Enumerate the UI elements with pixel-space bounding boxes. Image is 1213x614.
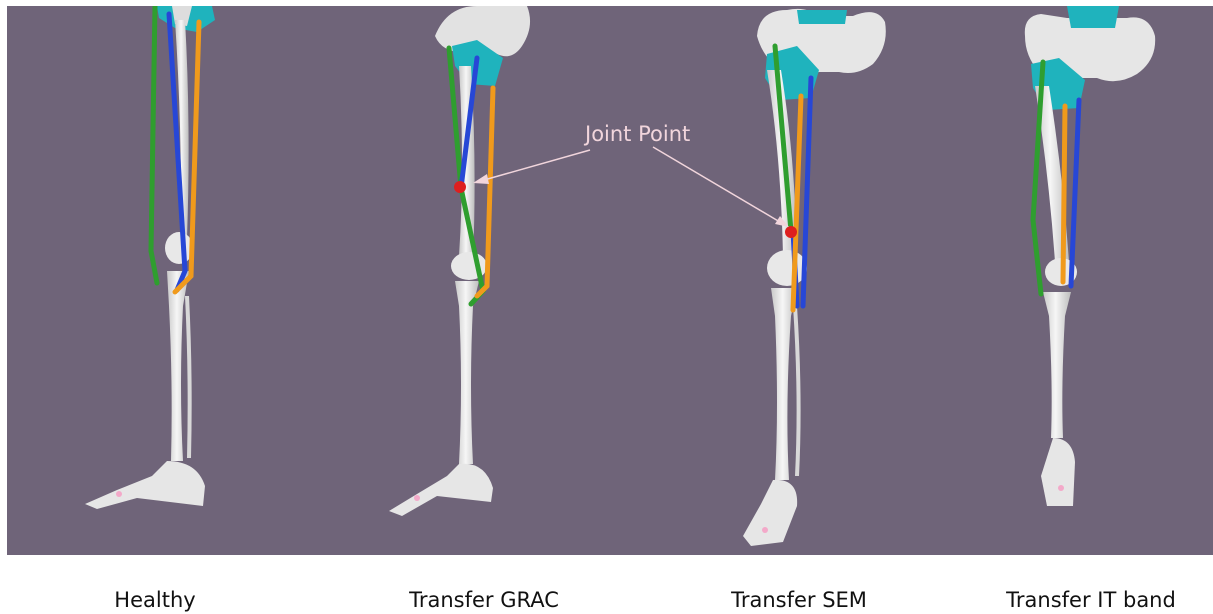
visualization-viewport: Joint Point — [7, 6, 1213, 555]
tibia-transfer-it-band — [1043, 292, 1071, 438]
joint-point-marker-sem — [785, 226, 797, 238]
arrow-to-sem — [653, 147, 785, 225]
tibia-transfer-grac — [455, 281, 479, 464]
foot-transfer-grac — [389, 464, 493, 516]
caption-transfer-sem: Transfer SEM — [731, 588, 867, 612]
model-transfer-sem — [743, 9, 886, 546]
model-healthy — [85, 6, 215, 509]
pelvis-healthy — [157, 6, 215, 32]
joint-point-label: Joint Point — [585, 122, 690, 146]
tibia-transfer-sem — [771, 288, 801, 480]
foot-healthy — [85, 461, 205, 509]
foot-transfer-sem — [743, 480, 797, 546]
arrowhead-grac — [473, 174, 489, 184]
model-transfer-grac — [389, 6, 530, 516]
joint-point-arrows — [473, 147, 789, 227]
joint-point-marker-grac — [454, 181, 466, 193]
tibia-healthy — [167, 271, 192, 461]
caption-transfer-it-band: Transfer IT band — [1006, 588, 1176, 612]
caption-transfer-grac: Transfer GRAC — [409, 588, 559, 612]
arrow-to-grac — [477, 150, 590, 182]
caption-healthy: Healthy — [114, 588, 195, 612]
femur-transfer-grac — [451, 66, 487, 280]
model-transfer-it-band — [1025, 6, 1155, 506]
foot-transfer-it-band — [1041, 438, 1075, 506]
leg-models-scene — [7, 6, 1213, 555]
